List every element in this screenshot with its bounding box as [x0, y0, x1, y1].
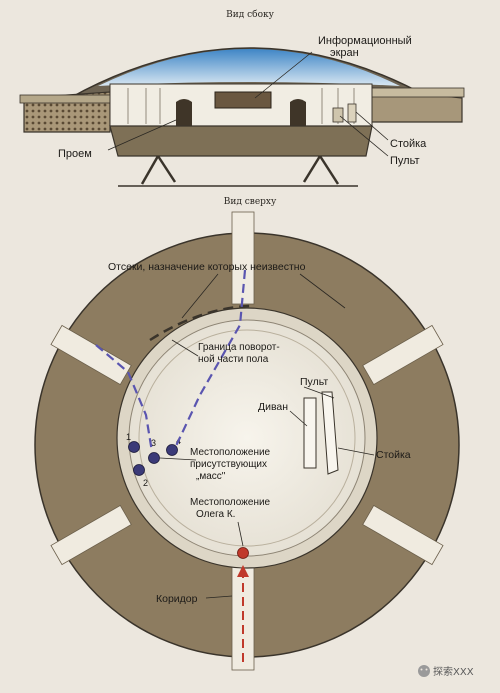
underbody [109, 125, 373, 157]
dome-glass [98, 49, 400, 86]
label-boundary-1: Граница поворот- [198, 342, 280, 353]
sofa-top [303, 397, 317, 469]
corridor-arrow-head [237, 565, 249, 577]
opening-right [290, 99, 306, 126]
console-top [321, 391, 339, 475]
label-info-screen-1: Информационный [318, 35, 412, 47]
marker-2: 2 [143, 478, 148, 488]
opening-left [176, 99, 192, 126]
label-oleg-1: Местоположение [190, 497, 271, 508]
side-view [19, 47, 465, 187]
label-masses-1: Местоположение [190, 447, 271, 458]
right-wing-band [367, 87, 465, 98]
label-rack-side: Стойка [390, 138, 427, 150]
side-view-leaders [107, 51, 389, 157]
oleg-position-dot [237, 547, 249, 559]
top-view: 1 2 3 4 [34, 211, 460, 671]
marker-1: 1 [126, 432, 131, 442]
mass-markers [128, 441, 178, 476]
side-view-title: Вид сбоку [226, 9, 275, 20]
console-side [332, 107, 344, 123]
label-opening: Проем [58, 148, 92, 160]
marker-1-dot [128, 441, 140, 453]
label-oleg-2: Олега К. [196, 509, 235, 520]
marker-3: 3 [151, 438, 156, 448]
marker-3-dot [148, 452, 160, 464]
landing-legs [140, 155, 340, 185]
label-info-screen-2: экран [330, 47, 359, 59]
left-wing-band [19, 94, 113, 104]
label-console-side: Пульт [390, 155, 420, 167]
arc-accent [149, 304, 251, 342]
label-boundary-2: ной части пола [198, 354, 269, 365]
top-view-leaders [159, 273, 375, 599]
floor-boundary [138, 329, 356, 547]
marker-2-dot [133, 464, 145, 476]
wechat-icon [418, 665, 430, 677]
label-masses-2: присутствующих [190, 459, 267, 470]
label-corridor: Коридор [156, 593, 198, 605]
rack-side [347, 103, 357, 123]
watermark: 探索XXX [418, 665, 474, 678]
label-masses-3: „масс" [196, 471, 226, 482]
top-view-title: Вид сверху [224, 197, 277, 207]
info-screen [214, 91, 272, 109]
watermark-text: 探索XXX [433, 665, 474, 678]
marker-4-dot [166, 444, 178, 456]
label-sofa: Диван [258, 401, 288, 413]
label-rack-top: Стойка [376, 449, 411, 461]
label-console-top: Пульт [300, 376, 328, 388]
dashed-path-left [95, 344, 154, 453]
label-compartments: Отсеки, назначение которых неизвестно [108, 261, 306, 273]
